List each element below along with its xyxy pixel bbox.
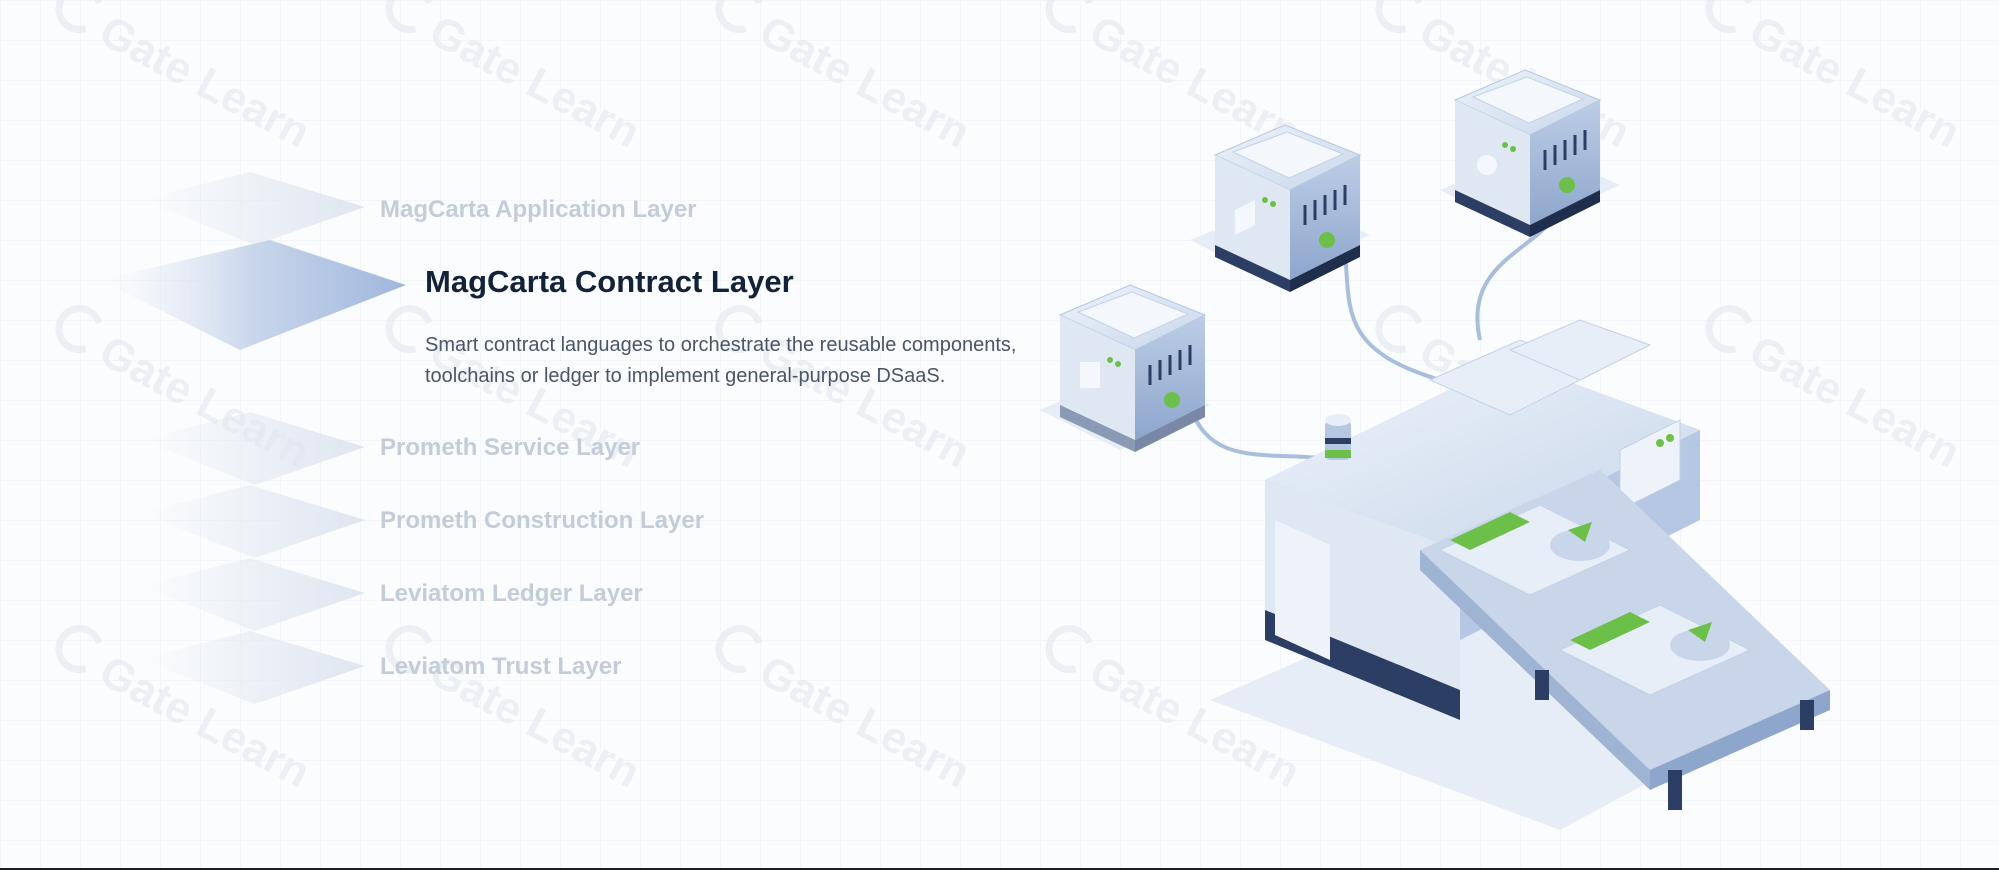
- layer-description: Smart contract languages to orchestrate …: [425, 330, 1105, 392]
- plate-trust[interactable]: [140, 631, 365, 704]
- server-block-icon: [1058, 284, 1207, 452]
- layer-title-construction[interactable]: Prometh Construction Layer: [380, 507, 705, 534]
- description-line-2: toolchains or ledger to implement genera…: [425, 365, 946, 387]
- plate-ledger[interactable]: [140, 558, 365, 631]
- layer-title-service[interactable]: Prometh Service Layer: [380, 434, 641, 461]
- server-block-icon: [1453, 69, 1602, 237]
- plate-construction[interactable]: [140, 485, 365, 558]
- server-block-icon: [1213, 124, 1362, 292]
- conveyor-machine-icon: [1265, 319, 1830, 810]
- bottom-border: [0, 868, 1999, 870]
- layer-stack: MagCarta Application Layer MagCarta Cont…: [100, 172, 1016, 704]
- plate-service[interactable]: [140, 412, 365, 485]
- layer-title-ledger[interactable]: Leviatom Ledger Layer: [380, 580, 643, 607]
- server-to-conveyor-machine-illustration: [1040, 69, 1830, 830]
- plate-application[interactable]: [140, 172, 365, 245]
- description-line-1: Smart contract languages to orchestrate …: [425, 334, 1017, 356]
- layer-title-trust[interactable]: Leviatom Trust Layer: [380, 653, 622, 680]
- layer-title-application[interactable]: MagCarta Application Layer: [380, 196, 697, 223]
- layer-plates: [100, 172, 406, 704]
- plate-contract[interactable]: [100, 240, 406, 350]
- layer-title-contract[interactable]: MagCarta Contract Layer: [425, 264, 794, 299]
